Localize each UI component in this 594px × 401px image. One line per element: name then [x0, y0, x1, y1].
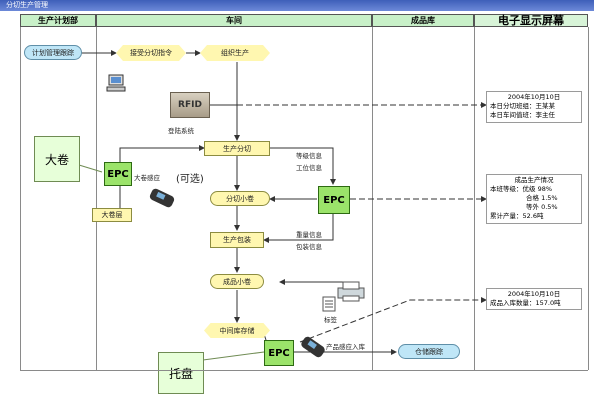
- pallet-callout: 托盘: [158, 352, 204, 394]
- lane-production-plan: 生产计划部: [20, 14, 96, 27]
- display-line: 本日分切班组：王某某: [490, 102, 555, 110]
- window-title: 分切生产管理: [0, 0, 594, 11]
- production-status-display: 成品生产情况 本班等级：优级 98% 合格 1.5% 等外 0.5% 累计产量：…: [486, 174, 582, 224]
- lane-divider: [20, 27, 21, 370]
- label-sheet-icon: [322, 296, 336, 312]
- mid-storage-node: 中间库存储: [204, 323, 270, 338]
- lane-divider: [474, 27, 475, 370]
- display-line: 2004年10月10日: [507, 93, 561, 101]
- display-line: 本班等级：优级 98%: [490, 185, 553, 193]
- handheld-scanner-icon: [146, 186, 178, 208]
- big-roll-warehouse-node: 大卷层: [92, 208, 132, 222]
- display-line: 累计产量：52.6吨: [490, 212, 544, 220]
- display-line: 本日车间值班：李主任: [490, 111, 555, 119]
- rfid-reader: RFID: [170, 92, 210, 118]
- tag-label: 标签: [324, 316, 337, 324]
- receive-order-node: 接受分切指令: [116, 45, 186, 61]
- lane-divider: [588, 27, 589, 370]
- epc-pallet: EPC: [264, 340, 294, 366]
- lane-divider: [96, 27, 97, 370]
- plan-tracking-node: 计划管理跟踪: [24, 45, 82, 60]
- display-line: 合格 1.5%: [526, 194, 558, 202]
- produce-sense-in-label: 产品感应入库: [326, 343, 365, 351]
- display-line: 等外 0.5%: [526, 203, 558, 211]
- computer-icon: [106, 74, 128, 92]
- epc-slitting: EPC: [318, 186, 350, 214]
- slitting-node: 生产分切: [204, 141, 270, 156]
- display-line: 成品入库数量：157.0吨: [490, 299, 561, 307]
- storage-display: 2004年10月10日 成品入库数量：157.0吨: [486, 288, 582, 310]
- optional-label: (可选): [176, 174, 204, 185]
- login-system-label: 登陆系统: [168, 127, 194, 135]
- display-line: 成品生产情况: [514, 176, 554, 184]
- pack-info-label: 包装信息: [296, 243, 322, 251]
- packing-node: 生产包装: [210, 232, 264, 248]
- handheld-scanner-icon: [297, 335, 329, 359]
- warehouse-tracking-node: 仓储跟踪: [398, 344, 460, 359]
- epc-big-roll: EPC: [104, 162, 132, 186]
- process-info-label: 工位信息: [296, 164, 322, 172]
- grade-info-label: 等级信息: [296, 152, 322, 160]
- big-roll-sense-label: 大卷感应: [134, 174, 160, 182]
- slit-roll-node: 分切小卷: [210, 191, 270, 206]
- frame-bottom-border: [20, 370, 588, 371]
- organize-production-node: 组织生产: [200, 45, 270, 61]
- finished-roll-node: 成品小卷: [210, 274, 264, 289]
- big-roll-callout: 大卷: [34, 136, 80, 182]
- lane-finished-warehouse: 成品库: [372, 14, 474, 27]
- weight-info-label: 重量信息: [296, 231, 322, 239]
- lane-display: 电子显示屏幕: [474, 14, 588, 27]
- display-line: 2004年10月10日: [507, 290, 561, 298]
- lane-workshop: 车间: [96, 14, 372, 27]
- shift-display: 2004年10月10日 本日分切班组：王某某 本日车间值班：李主任: [486, 91, 582, 123]
- label-printer-icon: [336, 280, 366, 302]
- rfid-label: RFID: [178, 100, 202, 110]
